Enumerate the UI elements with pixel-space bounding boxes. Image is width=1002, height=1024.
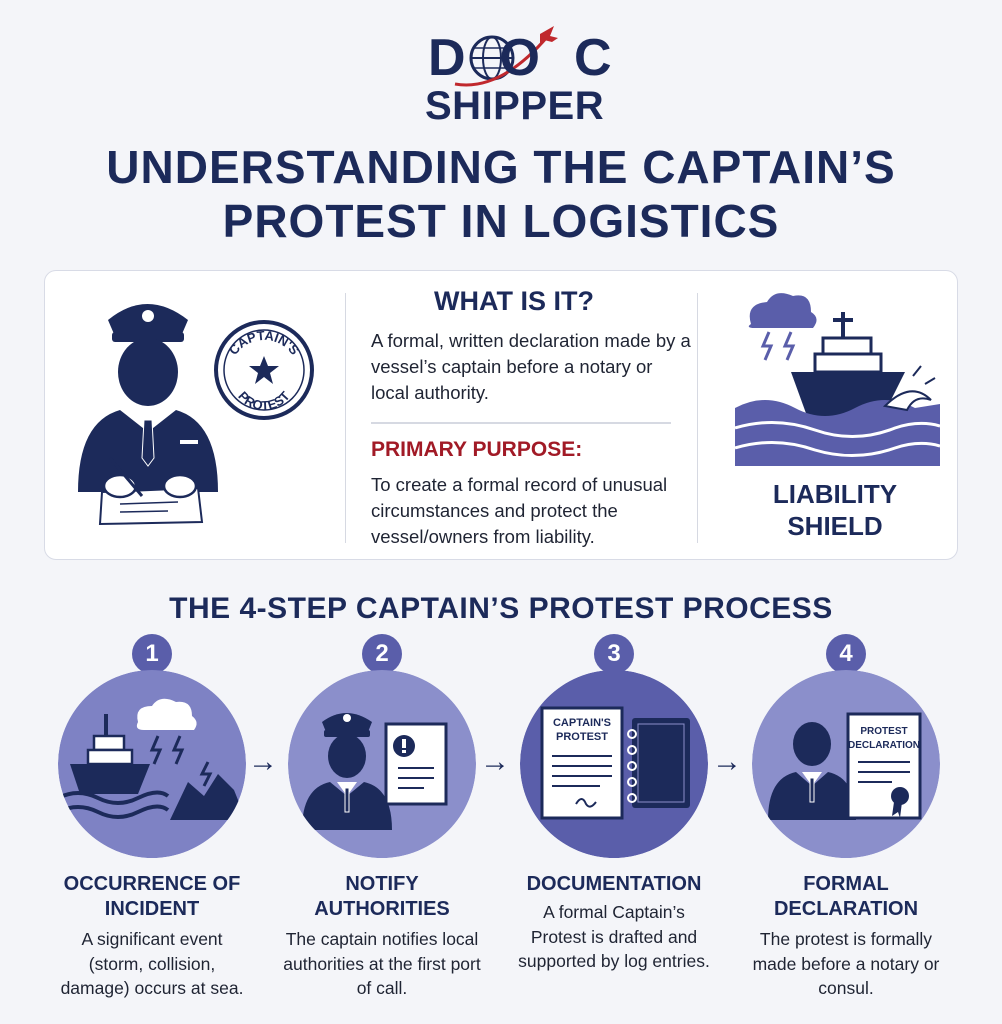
liability-shield-label: LIABILITY SHIELD (772, 479, 898, 541)
primary-purpose-heading: PRIMARY PURPOSE: (371, 438, 583, 461)
ship-in-storm-icon (735, 293, 940, 466)
step-2-notify-icon (288, 670, 476, 858)
page-title: UNDERSTANDING THE CAPTAIN’S PROTEST IN L… (106, 141, 896, 247)
step-4-title: FORMAL DECLARATION (773, 873, 919, 920)
what-is-it-text: A formal, written declaration made by a … (371, 330, 691, 403)
step-3-doc-line2: PROTEST (556, 731, 608, 743)
step-4-desc: The protest is formally made before a no… (752, 929, 940, 998)
step-3-desc: A formal Captain’s Protest is drafted an… (518, 902, 710, 971)
step-1-desc: A significant event (storm, collision, d… (60, 929, 244, 998)
step-3-doc-line1: CAPTAIN'S (553, 717, 611, 729)
what-purpose-divider (371, 422, 671, 423)
arrow-1-to-2-icon: → (248, 745, 278, 778)
step-4-doc-line2: DECLARATION (848, 740, 920, 751)
step-2-title: NOTIFY AUTHORITIES (314, 873, 450, 920)
what-is-it-heading: WHAT IS IT? (434, 286, 594, 316)
panel-divider-right (697, 293, 698, 543)
captain-writing-icon (78, 304, 218, 526)
step-4-declaration-icon: PROTEST DECLARATION (752, 670, 940, 858)
step-3-documentation-icon: CAPTAIN'S PROTEST (520, 670, 708, 858)
process-title: THE 4-STEP CAPTAIN’S PROTEST PROCESS (169, 592, 833, 625)
arrow-3-to-4-icon: → (712, 745, 742, 778)
step-1-incident-icon (58, 670, 246, 858)
step-3-number: 3 (594, 634, 634, 674)
primary-purpose-text: To create a formal record of unusual cir… (371, 474, 668, 547)
logo: DOC SHIPPER (0, 14, 1002, 134)
step-3-title: DOCUMENTATION (526, 873, 702, 895)
captains-protest-seal-icon: CAPTAIN'S PROTEST (214, 320, 314, 420)
panel-divider-left (345, 293, 346, 543)
step-4-doc-line1: PROTEST (860, 726, 907, 737)
logo-shipper-text: SHIPPER (425, 84, 605, 128)
step-2-desc: The captain notifies local authorities a… (283, 929, 481, 998)
step-4-number: 4 (826, 634, 866, 674)
globe-plane-icon (454, 26, 558, 87)
arrow-2-to-3-icon: → (480, 745, 510, 778)
step-1-number: 1 (132, 634, 172, 674)
panel-divider-middle (371, 423, 671, 424)
logo-doc-text: DOC (428, 29, 646, 87)
step-2-number: 2 (362, 634, 402, 674)
step-1-title: OCCURRENCE OF INCIDENT (63, 873, 241, 920)
